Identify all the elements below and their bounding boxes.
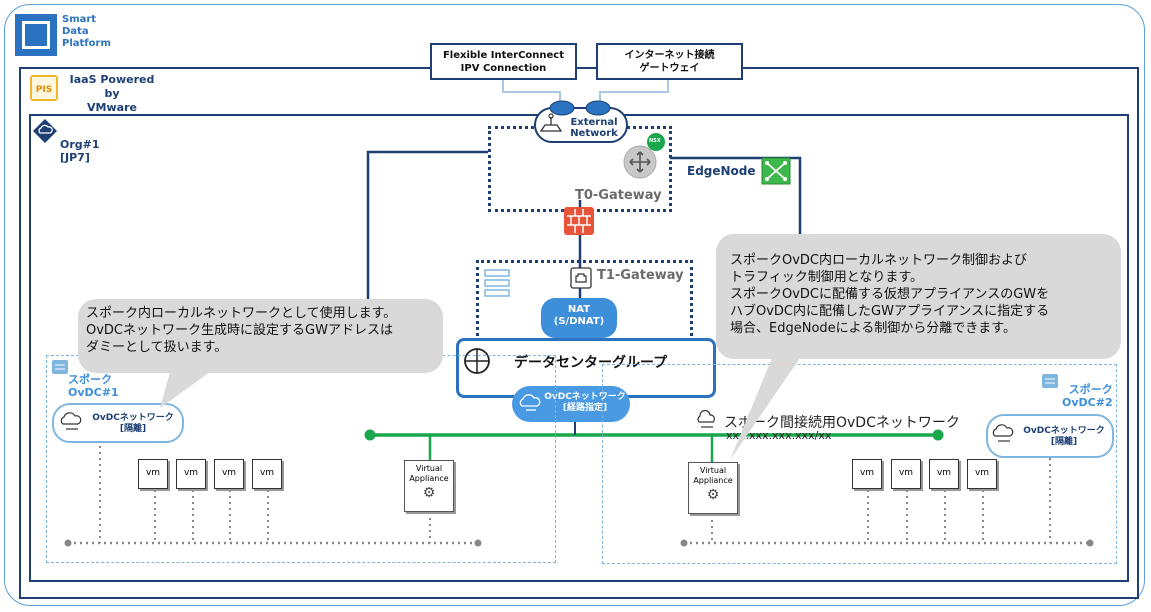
virtual-appliance-left: Virtual Appliance ⚙ bbox=[404, 460, 454, 512]
external-network-label: External Network bbox=[566, 117, 622, 139]
spoke2-line2: OvDC#2 bbox=[1062, 396, 1113, 409]
va-right-line1: Virtual bbox=[699, 466, 727, 475]
edge-node-label: EdgeNode bbox=[687, 164, 756, 178]
vm-right-4: vm bbox=[967, 459, 997, 489]
datacenter-group-label: データセンターグループ bbox=[514, 355, 668, 371]
brand-line3: Platform bbox=[62, 38, 111, 49]
org-label: Org#1 [JP7] bbox=[60, 138, 100, 164]
t1-rack-icon bbox=[484, 269, 510, 297]
vm-left-3: vm bbox=[214, 459, 244, 489]
ovdc-route-line1: OvDCネットワーク bbox=[544, 392, 626, 402]
isolated-left-cloud-icon bbox=[60, 412, 82, 430]
crosshair-icon bbox=[464, 348, 490, 374]
spoke2-line1: スポーク bbox=[1068, 383, 1113, 396]
iaas-line1: IaaS Powered by bbox=[69, 73, 155, 100]
va-right-line2: Appliance bbox=[693, 476, 733, 485]
smart-data-platform-logo bbox=[15, 14, 57, 56]
spoke-connection-label: スポーク間接続用OvDCネットワーク bbox=[724, 415, 960, 431]
callout-right-line5: 場合、EdgeNodeによる制御から分離できます。 bbox=[730, 321, 1016, 336]
inet-line2: ゲートウェイ bbox=[639, 62, 700, 74]
t0-gateway-label: T0-Gateway bbox=[575, 188, 662, 203]
isolated-right-line2: [隔離] bbox=[1050, 437, 1078, 447]
vm-left-4: vm bbox=[252, 459, 282, 489]
spoke1-server-icon bbox=[52, 360, 68, 374]
spoke2-server-icon bbox=[1042, 374, 1058, 388]
isolated-left-line2: [隔離] bbox=[119, 424, 147, 434]
spoke-connection-cloud-icon bbox=[697, 410, 715, 428]
fic-line1: Flexible InterConnect bbox=[442, 49, 565, 61]
fic-line2: IPV Connection bbox=[460, 62, 547, 74]
gear-icon: ⚙ bbox=[706, 487, 720, 503]
nat-line2: (S/DNAT) bbox=[553, 316, 605, 327]
isolated-right-cloud-icon bbox=[992, 424, 1014, 442]
iaas-label: IaaS Powered by VMware bbox=[62, 73, 162, 115]
ovdc-route-line2: [経路指定] bbox=[562, 403, 608, 413]
inet-line1: インターネット接続 bbox=[624, 49, 715, 61]
org-cloud-icon bbox=[33, 119, 57, 143]
brand-line1: Smart bbox=[62, 14, 97, 25]
ovdc-route-cloud-icon bbox=[519, 394, 541, 411]
nat-box: NAT (S/DNAT) bbox=[541, 298, 617, 338]
pis-badge-icon: PIS bbox=[30, 75, 58, 101]
t1-gateway-label: T1-Gateway bbox=[597, 268, 684, 283]
flexible-interconnect-box: Flexible InterConnect IPV Connection bbox=[430, 43, 577, 80]
vm-left-1: vm bbox=[138, 459, 168, 489]
iaas-frame bbox=[19, 67, 1139, 599]
callout-left-line3: ダミーとして扱います。 bbox=[86, 340, 228, 355]
callout-left-line2: OvDCネットワーク生成時に設定するGWアドレスは bbox=[86, 323, 393, 338]
brand-name: Smart Data Platform bbox=[62, 14, 122, 50]
va-left-line2: Appliance bbox=[409, 474, 449, 483]
spoke1-line2: OvDC#1 bbox=[68, 386, 119, 399]
datacenter-group-box bbox=[456, 338, 716, 398]
brand-line2: Data bbox=[62, 26, 89, 37]
callout-right-line3: スポークOvDCに配備する仮想アプライアンスのGWを bbox=[730, 287, 1050, 302]
gear-icon: ⚙ bbox=[422, 485, 436, 501]
external-network-line1: External bbox=[570, 117, 618, 128]
spoke2-label: スポーク OvDC#2 bbox=[1062, 383, 1113, 409]
vm-right-3: vm bbox=[929, 459, 959, 489]
isolated-right-line1: OvDCネットワーク bbox=[1023, 426, 1105, 436]
callout-left: スポーク内ローカルネットワークとして使用します。 OvDCネットワーク生成時に設… bbox=[78, 299, 443, 373]
spoke1-line1: スポーク bbox=[68, 373, 112, 386]
vm-left-2: vm bbox=[176, 459, 206, 489]
network-port-icon bbox=[570, 267, 592, 289]
callout-right-line2: トラフィック制御用となります。 bbox=[730, 270, 924, 285]
external-network-connectors-icon bbox=[549, 100, 611, 116]
callout-right: スポークOvDC内ローカルネットワーク制御および トラフィック制御用となります。… bbox=[716, 234, 1121, 359]
callout-right-line1: スポークOvDC内ローカルネットワーク制御および bbox=[730, 253, 1028, 268]
callout-right-line4: ハブOvDC内に配備したGWアプライアンスに指定する bbox=[730, 304, 1050, 319]
org-line1: Org#1 bbox=[60, 138, 100, 151]
va-left-line1: Virtual bbox=[415, 464, 443, 473]
nsx-router-icon bbox=[623, 133, 665, 179]
spoke1-label: スポーク OvDC#1 bbox=[68, 373, 119, 399]
edge-node-icon bbox=[761, 157, 791, 185]
nat-line1: NAT bbox=[567, 304, 591, 315]
nsx-badge: NSX bbox=[649, 138, 661, 144]
firewall-icon bbox=[564, 207, 594, 235]
callout-left-line1: スポーク内ローカルネットワークとして使用します。 bbox=[86, 306, 397, 321]
spoke-ovdc2-area bbox=[602, 364, 1117, 564]
org-line2: [JP7] bbox=[60, 151, 90, 164]
isolated-network-left: OvDCネットワーク [隔離] bbox=[52, 403, 184, 443]
vm-right-2: vm bbox=[891, 459, 921, 489]
subnet-label: xxx.xxx.xxx.xxx/xx bbox=[726, 429, 832, 442]
vm-right-1: vm bbox=[852, 459, 882, 489]
external-network-line2: Network bbox=[570, 128, 618, 139]
virtual-appliance-right: Virtual Appliance ⚙ bbox=[688, 462, 738, 514]
isolated-left-line1: OvDCネットワーク bbox=[92, 413, 174, 423]
internet-gateway-box: インターネット接続 ゲートウェイ bbox=[596, 43, 743, 80]
router-icon bbox=[539, 113, 563, 132]
iaas-line2: VMware bbox=[87, 101, 137, 114]
ovdc-network-routed: OvDCネットワーク [経路指定] bbox=[512, 386, 630, 422]
